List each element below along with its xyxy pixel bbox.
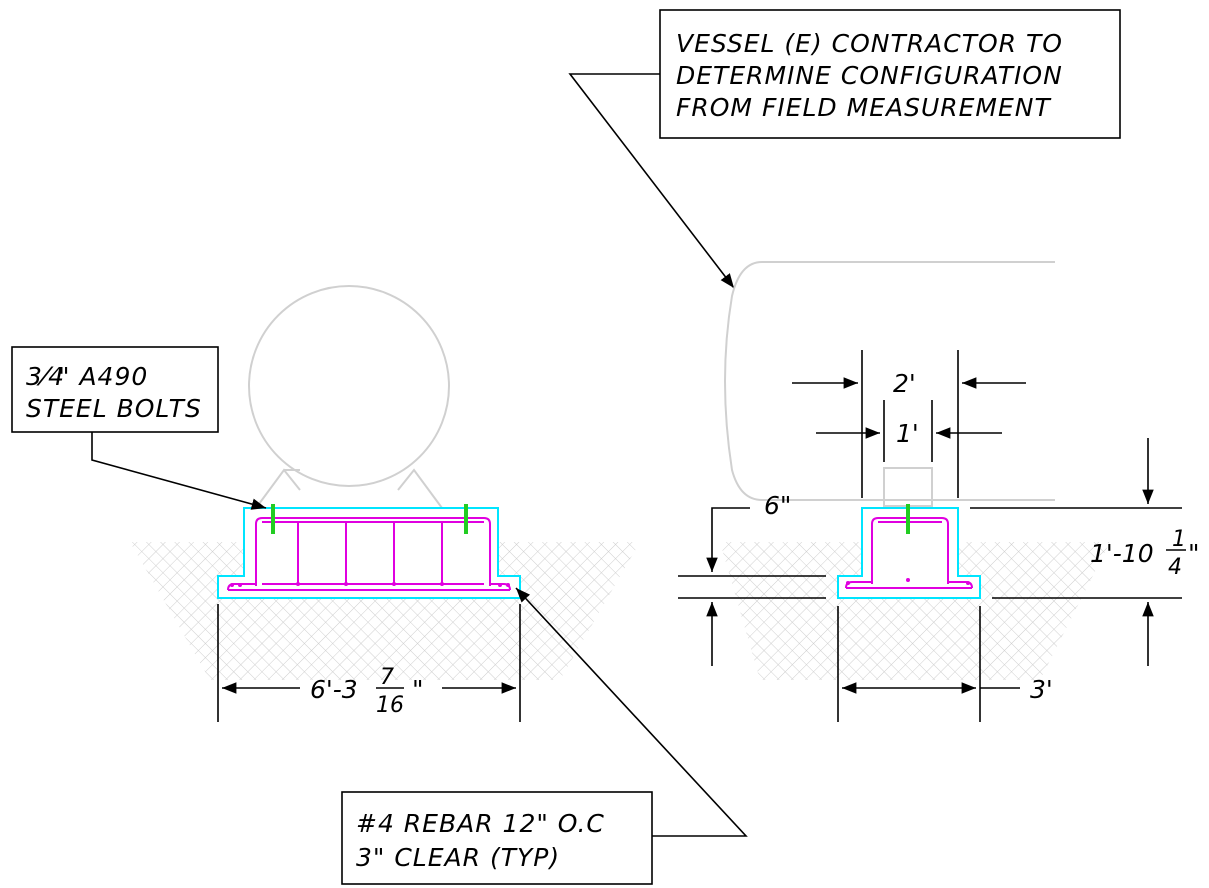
vessel-note-line3: FROM FIELD MEASUREMENT <box>676 93 1051 122</box>
embed-depth-label: 6" <box>764 491 791 520</box>
right-width-dimension <box>837 606 1020 722</box>
total-height-numerator: 1 <box>1172 527 1186 552</box>
left-section-view: 6'-3 7 16 " <box>130 285 640 722</box>
anchor-bolts <box>271 504 468 534</box>
total-height-whole: 1'-10 <box>1090 539 1154 568</box>
vessel-saddle <box>255 468 443 509</box>
right-soil-hatch <box>720 542 1110 680</box>
right-concrete-footing <box>837 507 981 599</box>
left-width-suffix: " <box>412 675 424 704</box>
pedestal-width-dimension <box>792 350 1026 498</box>
total-height-suffix: " <box>1188 539 1200 568</box>
rebar-note-line2: 3" CLEAR (TYP) <box>356 843 560 872</box>
saddle-width-label: 1' <box>896 419 919 448</box>
rebar-leader <box>515 587 748 837</box>
vessel-circle <box>248 285 450 487</box>
left-width-numerator: 7 <box>380 665 394 690</box>
bolts-note-fraction: 3⁄4 <box>26 362 65 391</box>
bolts-callout: 3⁄4 " A490 STEEL BOLTS <box>11 346 267 510</box>
left-width-denominator: 16 <box>376 693 404 718</box>
total-height-dimension <box>970 438 1182 666</box>
left-width-dimension <box>217 604 521 722</box>
vessel-leader <box>568 73 735 289</box>
vessel-side <box>724 261 1055 501</box>
total-height-denominator: 4 <box>1168 555 1182 580</box>
right-width-label: 3' <box>1030 675 1053 704</box>
bolts-leader <box>91 432 267 510</box>
right-rebar-dots <box>846 578 970 585</box>
vessel-callout: VESSEL (E) CONTRACTOR TO DETERMINE CONFI… <box>568 9 1121 289</box>
right-elevation-view: 2' 1' 6" 1'-10 1 4 " <box>678 261 1200 722</box>
vessel-note-line1: VESSEL (E) CONTRACTOR TO <box>676 29 1063 58</box>
embed-depth-dimension <box>678 507 826 666</box>
left-rebar-cage <box>227 517 511 591</box>
left-width-whole: 6'-3 <box>310 675 358 704</box>
left-rebar-dots <box>230 582 510 587</box>
bolts-note-line2: STEEL BOLTS <box>26 394 202 423</box>
bolts-note-line1: " A490 <box>58 362 148 391</box>
rebar-callout: #4 REBAR 12" O.C 3" CLEAR (TYP) <box>341 587 748 885</box>
rebar-note-line1: #4 REBAR 12" O.C <box>356 809 605 838</box>
vessel-note-line2: DETERMINE CONFIGURATION <box>676 61 1063 90</box>
saddle-width-dimension <box>816 400 1002 462</box>
left-soil-hatch <box>130 542 640 680</box>
pedestal-width-label: 2' <box>893 369 916 398</box>
